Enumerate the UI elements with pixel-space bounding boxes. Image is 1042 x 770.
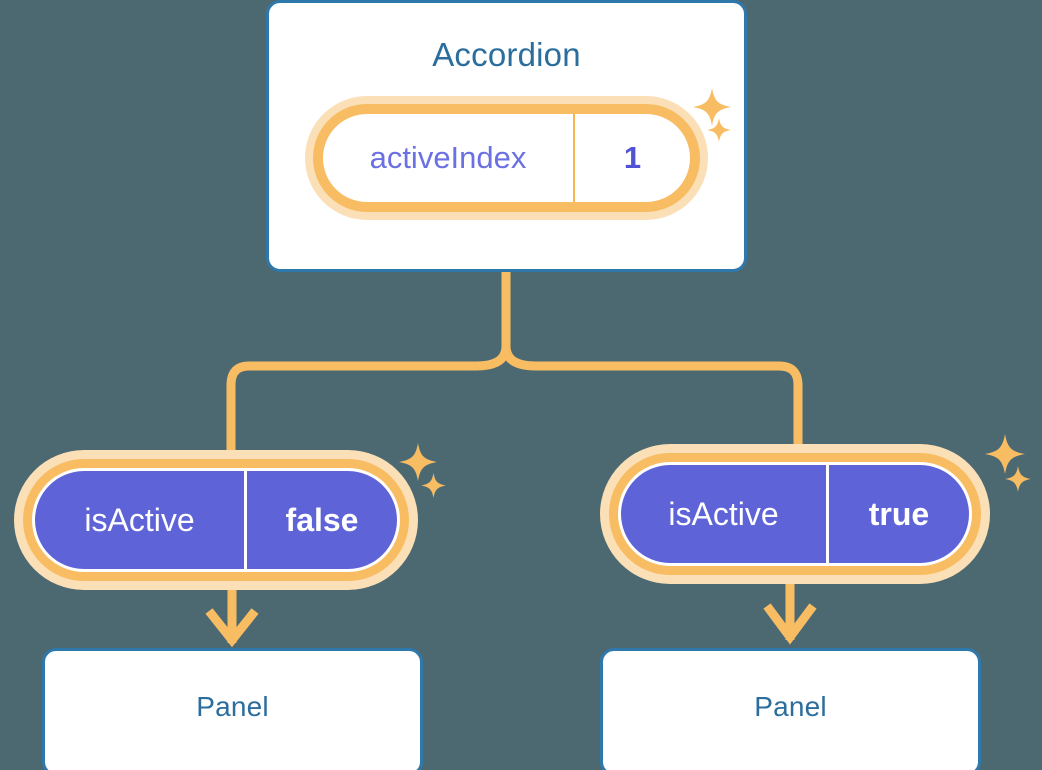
state-pill-activeindex[interactable]: activeIndex 1 (305, 96, 708, 220)
pill-value-label: true (868, 495, 930, 532)
sparkle-right-large-icon (985, 434, 1025, 474)
prop-pill-isactive-true[interactable]: isActive true (600, 444, 990, 584)
sparkle-left-large-icon (399, 443, 437, 481)
prop-pill-isactive-false[interactable]: isActive false (14, 450, 418, 590)
pill-value-label: 1 (623, 140, 642, 175)
pill-body: isActive true (621, 465, 969, 563)
panel-card-right[interactable]: Panel (600, 648, 981, 770)
sparkle-left-small-icon (421, 473, 446, 498)
panel-card-left[interactable]: Panel (42, 648, 423, 770)
pill-body: isActive false (35, 471, 397, 569)
panel-title: Panel (196, 691, 269, 722)
pill-key-label: activeIndex (323, 114, 575, 202)
panel-title: Panel (754, 691, 827, 722)
pill-value-label: false (285, 501, 359, 538)
accordion-title: Accordion (432, 36, 581, 73)
pill-key-label: isActive (621, 465, 829, 563)
sparkle-right-small-icon (1005, 466, 1031, 492)
pill-body: activeIndex 1 (323, 114, 690, 202)
pill-key-label: isActive (35, 471, 247, 569)
